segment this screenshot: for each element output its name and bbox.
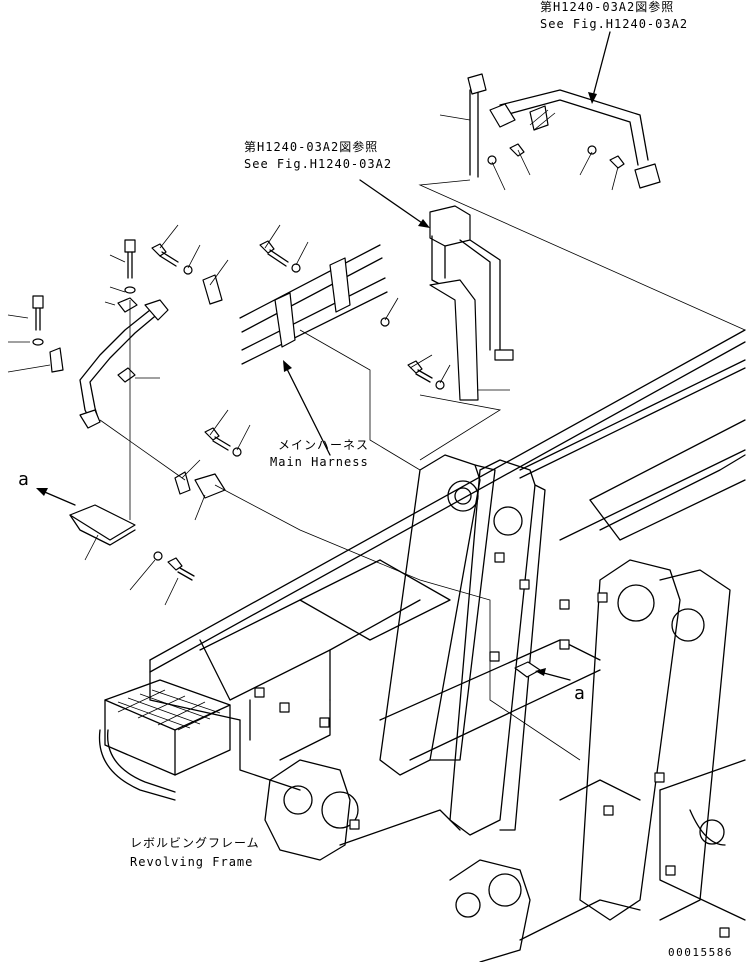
main-harness [214,244,581,761]
view-mark-right: a [574,683,586,704]
bracket-pipe-assembly [407,205,514,461]
reference-note-top-en: See Fig.H1240-03A2 [540,17,689,31]
callout-leaders [7,109,619,606]
reference-note-mid-jp: 第H1240-03A2図参照 [244,140,379,154]
harness-label-jp: メインハーネス [278,438,370,452]
harness-label-en: Main Harness [270,455,369,469]
drawing-number: 00015586 [668,946,733,959]
top-pipe-assembly [418,73,746,331]
ground-wire-assembly [32,239,390,581]
frame-label-en: Revolving Frame [130,855,254,869]
view-mark-left: a [18,469,30,490]
reference-note-mid-en: See Fig.H1240-03A2 [244,157,393,171]
reference-note-top-jp: 第H1240-03A2図参照 [540,0,675,14]
frame-label-jp: レボルビングフレーム [130,836,260,850]
revolving-frame [98,329,746,962]
reference-arrows [36,31,611,681]
